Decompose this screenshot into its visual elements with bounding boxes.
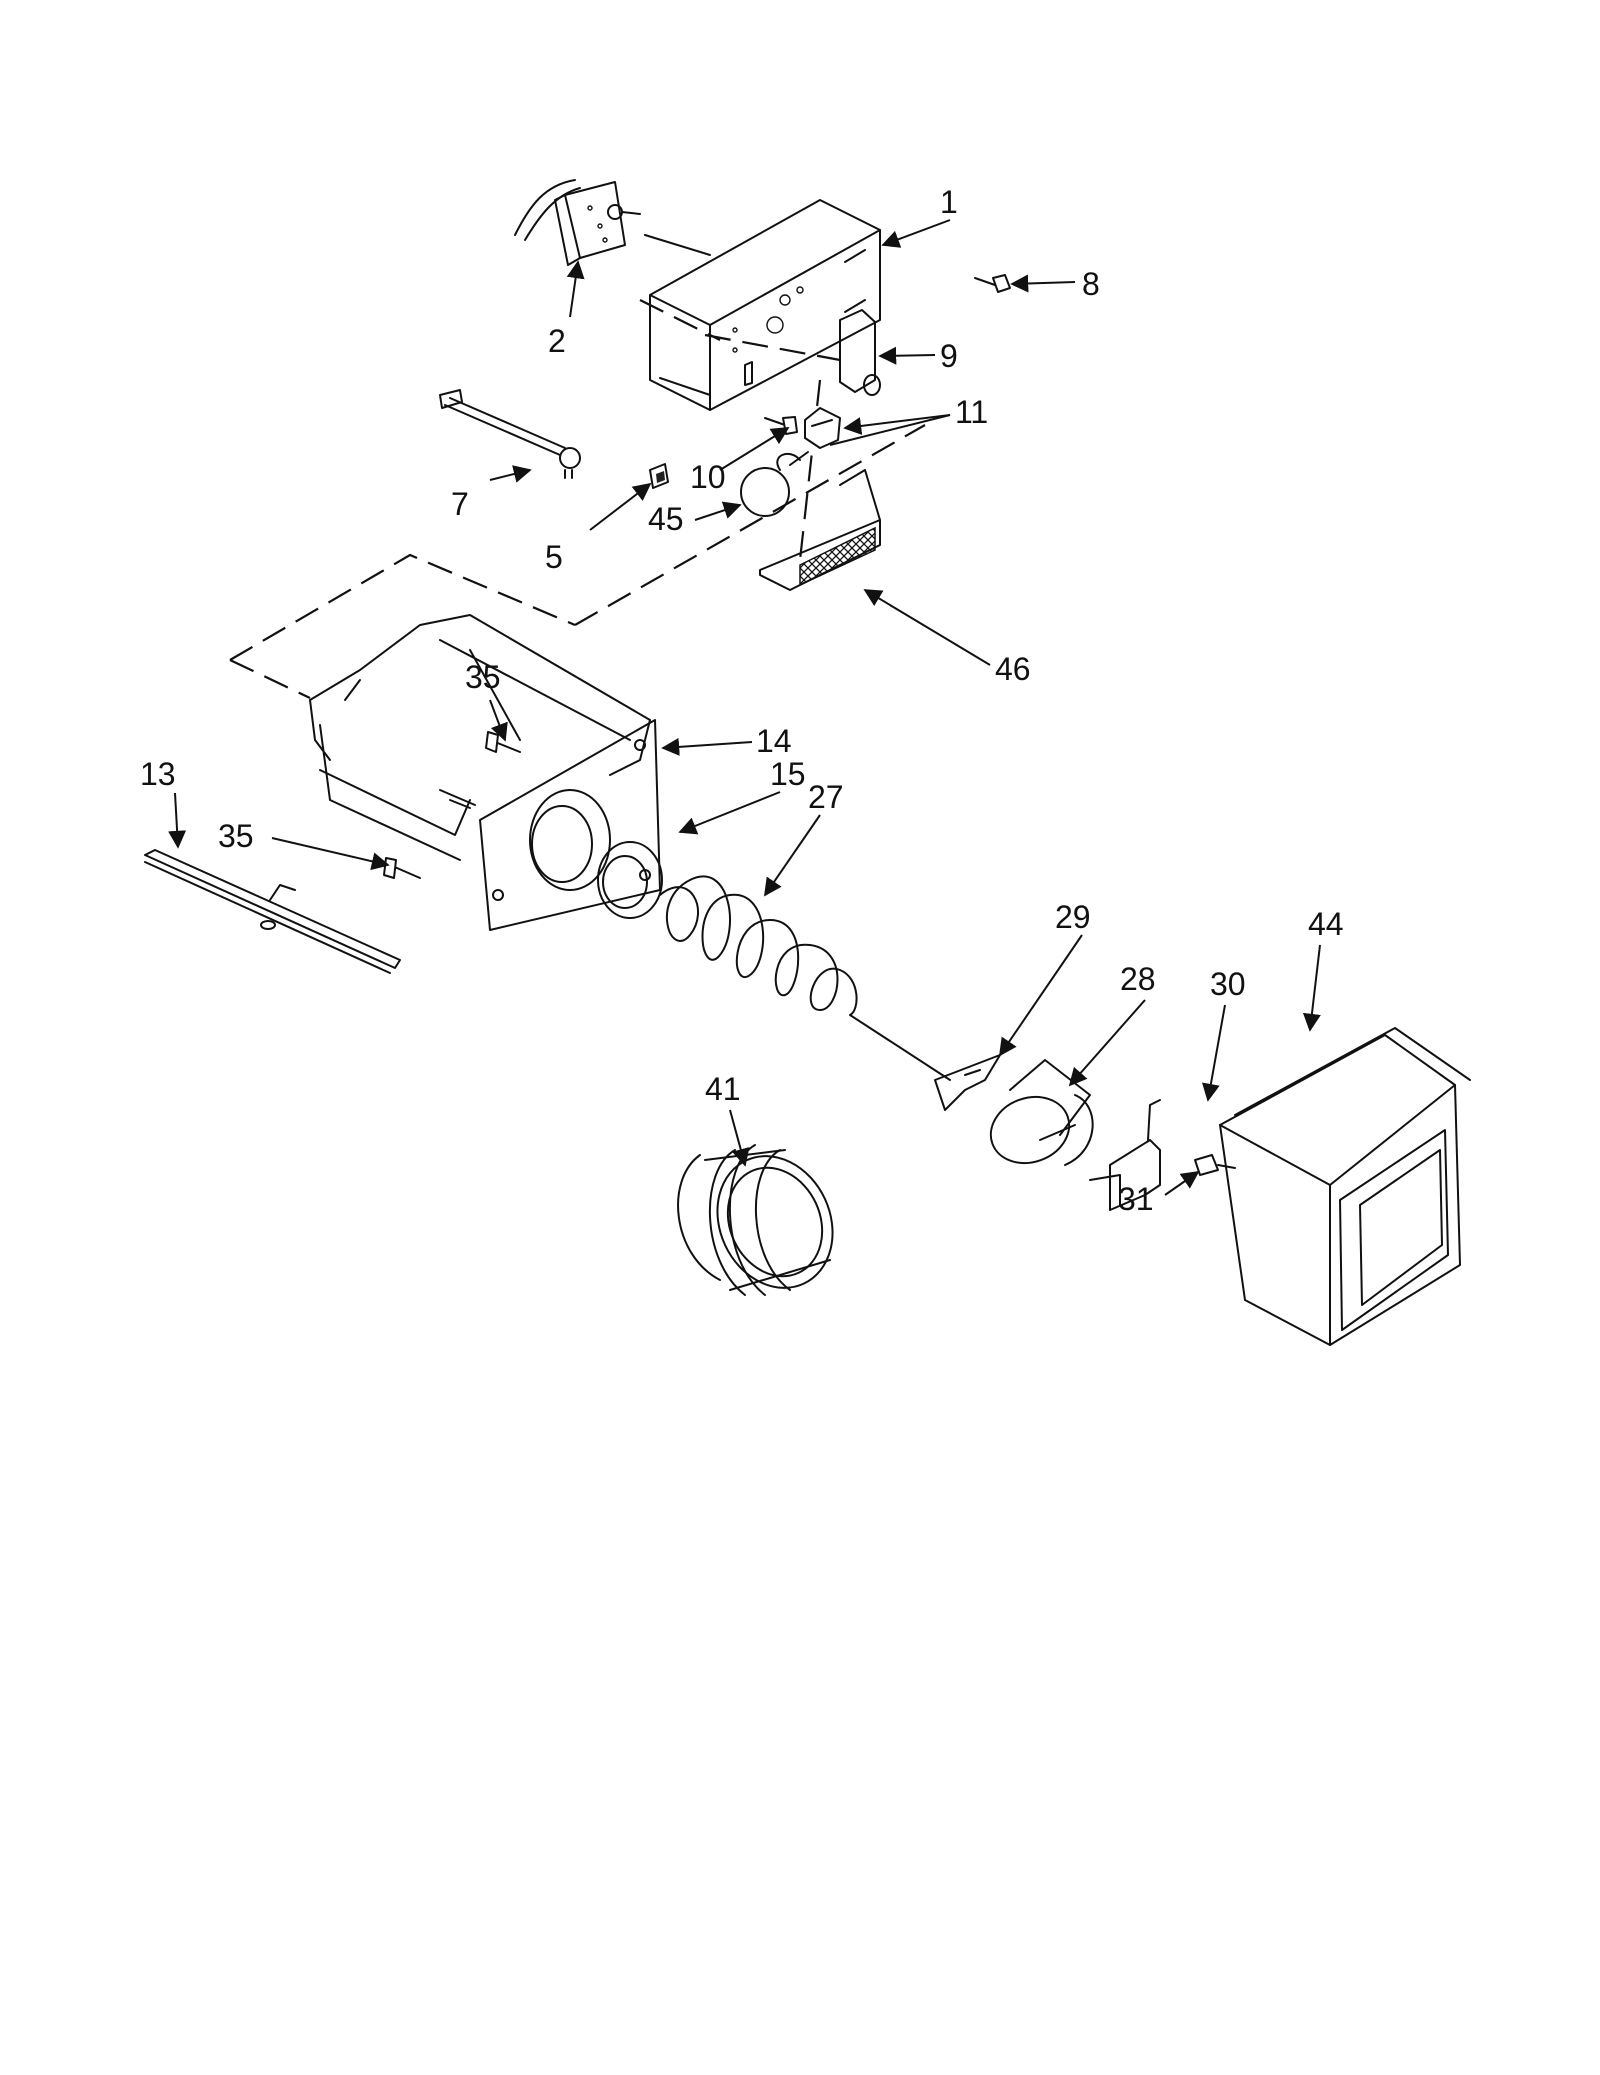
callout-44: 44 bbox=[1308, 906, 1344, 942]
callout-10: 10 bbox=[690, 459, 726, 495]
callout-29: 29 bbox=[1055, 899, 1091, 935]
callout-leaders bbox=[168, 219, 1321, 1196]
callout-15: 15 bbox=[770, 756, 806, 792]
nut-part-31 bbox=[1194, 1154, 1236, 1176]
callout-45: 45 bbox=[648, 501, 684, 537]
callout-31: 31 bbox=[1118, 1181, 1154, 1217]
screw-part-35-lower bbox=[383, 857, 421, 879]
callout-2: 2 bbox=[548, 323, 566, 359]
screw-part-8 bbox=[974, 274, 1011, 293]
callout-28: 28 bbox=[1120, 961, 1156, 997]
crusher-blade-part bbox=[934, 1054, 1001, 1111]
bracket-part-9 bbox=[839, 309, 881, 396]
motor-part bbox=[1219, 1027, 1471, 1346]
light-bulb-part bbox=[740, 451, 809, 517]
callout-30: 30 bbox=[1210, 966, 1246, 1002]
callout-13: 13 bbox=[140, 756, 176, 792]
lamp-socket-part bbox=[804, 407, 841, 449]
assembly-dashed-lines bbox=[229, 299, 926, 699]
timer-motor-part bbox=[514, 179, 711, 266]
callout-35-upper: 35 bbox=[465, 659, 501, 695]
callout-labels: 1 2 5 7 8 9 10 11 13 14 15 27 28 29 30 3… bbox=[140, 184, 1344, 1217]
collar-sleeve-part bbox=[677, 1144, 834, 1296]
clip-part-5 bbox=[649, 463, 669, 489]
bracket-part-30 bbox=[1089, 1099, 1161, 1211]
light-shield-part bbox=[759, 469, 881, 591]
bearing-plate-part bbox=[597, 841, 663, 919]
callout-9: 9 bbox=[940, 338, 958, 374]
callout-8: 8 bbox=[1082, 266, 1100, 302]
callout-5: 5 bbox=[545, 539, 563, 575]
wire-harness-part bbox=[439, 389, 581, 479]
callout-1: 1 bbox=[940, 184, 958, 220]
callout-46: 46 bbox=[995, 651, 1031, 687]
control-housing-part bbox=[649, 199, 881, 411]
callout-27: 27 bbox=[808, 779, 844, 815]
callout-35-lower: 35 bbox=[218, 818, 254, 854]
callout-11: 11 bbox=[955, 394, 988, 430]
callout-7: 7 bbox=[451, 486, 469, 522]
drum-part bbox=[989, 1059, 1094, 1166]
callout-14: 14 bbox=[756, 723, 792, 759]
rail-part-13 bbox=[144, 849, 401, 974]
callout-41: 41 bbox=[705, 1071, 741, 1107]
auger-spring-part bbox=[659, 875, 951, 1081]
